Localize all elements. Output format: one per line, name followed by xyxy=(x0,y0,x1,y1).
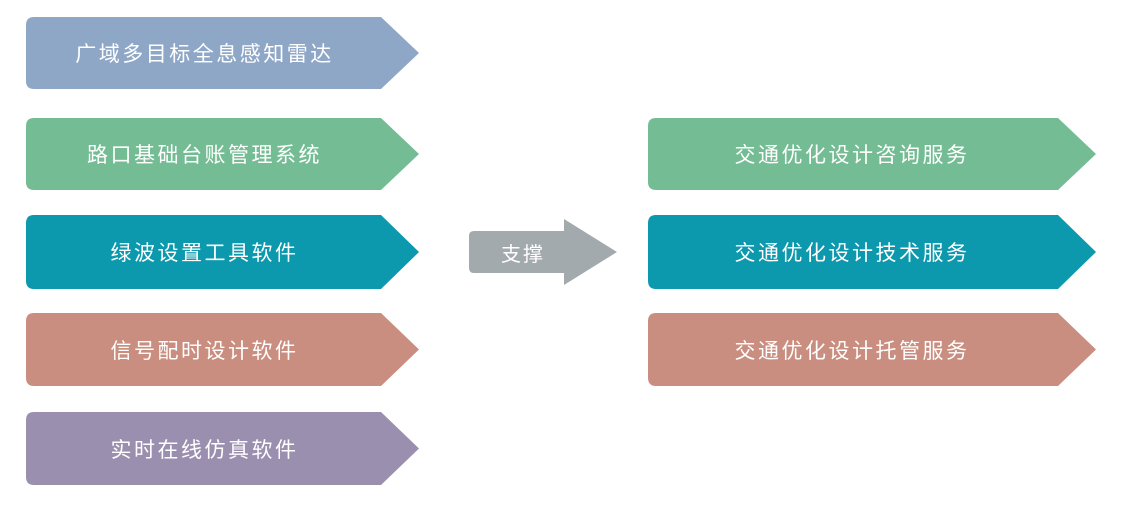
left-chevron-2[interactable]: 路口基础台账管理系统 xyxy=(18,118,419,190)
chevron-label: 路口基础台账管理系统 xyxy=(87,144,322,167)
chevron-shape xyxy=(26,118,419,190)
chevron-label: 交通优化设计技术服务 xyxy=(734,242,970,265)
chevron-path xyxy=(26,17,419,89)
chevron-path xyxy=(648,118,1096,190)
right-arrow-icon xyxy=(469,219,617,285)
left-chevron-3[interactable]: 绿波设置工具软件 xyxy=(18,215,419,289)
chevron-label: 交通优化设计托管服务 xyxy=(734,339,970,363)
chevron-shape xyxy=(26,17,419,89)
chevron-label: 广域多目标全息感知雷达 xyxy=(75,43,334,66)
right-chevron-1[interactable]: 交通优化设计咨询服务 xyxy=(640,118,1096,190)
chevron-label: 交通优化设计咨询服务 xyxy=(734,144,970,167)
chevron-path xyxy=(26,215,419,289)
block-arrow-path xyxy=(469,219,617,285)
right-chevron-3[interactable]: 交通优化设计托管服务 xyxy=(640,313,1096,386)
support-arrow[interactable]: 支撑 xyxy=(465,219,617,285)
chevron-path xyxy=(26,313,419,386)
chevron-label: 信号配时设计软件 xyxy=(110,339,299,363)
support-arrow-label: 支撑 xyxy=(501,243,545,266)
chevron-label: 绿波设置工具软件 xyxy=(110,242,299,265)
chevron-shape xyxy=(26,313,419,386)
chevron-shape xyxy=(648,313,1096,386)
right-chevron-2[interactable]: 交通优化设计技术服务 xyxy=(640,215,1096,289)
chevron-path xyxy=(648,313,1096,386)
chevron-shape xyxy=(648,118,1096,190)
chevron-path xyxy=(648,215,1096,289)
left-chevron-1[interactable]: 广域多目标全息感知雷达 xyxy=(18,17,419,89)
chevron-shape xyxy=(26,412,419,485)
chevron-shape xyxy=(648,215,1096,289)
left-chevron-4[interactable]: 信号配时设计软件 xyxy=(18,313,419,386)
left-chevron-5[interactable]: 实时在线仿真软件 xyxy=(18,412,419,485)
chevron-path xyxy=(26,118,419,190)
chevron-path xyxy=(26,412,419,485)
chevron-shape xyxy=(26,215,419,289)
chevron-label: 实时在线仿真软件 xyxy=(110,438,299,462)
